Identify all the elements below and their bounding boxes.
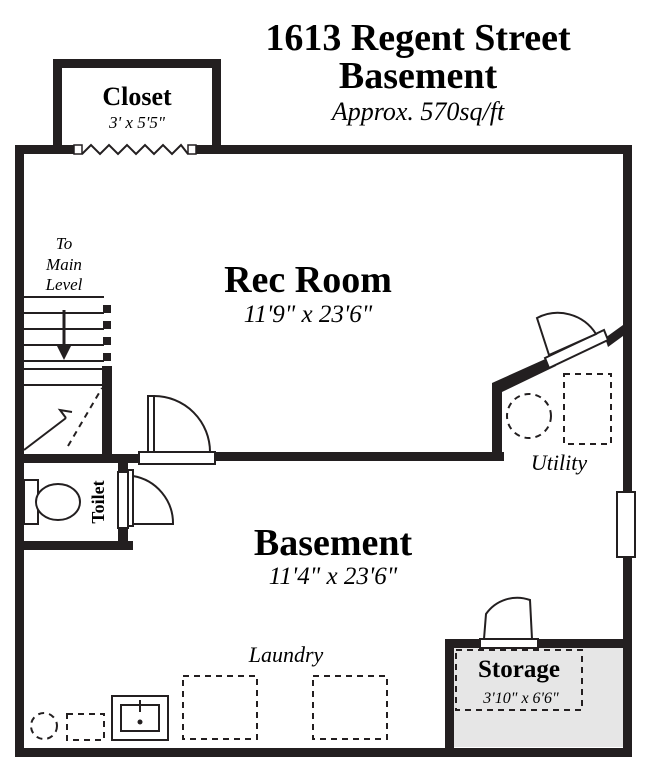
closet-right-wall xyxy=(212,59,221,154)
storage-door xyxy=(479,596,539,649)
storage-left-wall xyxy=(445,639,454,757)
laundry-floor-drain xyxy=(30,712,58,740)
furnace xyxy=(563,373,612,445)
outer-top-wall-right xyxy=(196,145,632,154)
toilet-right-wall-bottom xyxy=(118,528,128,550)
outer-bottom-wall xyxy=(15,748,632,757)
storage-top-wall-left xyxy=(445,639,482,648)
laundry-label: Laundry xyxy=(248,642,324,667)
level-title: Basement xyxy=(339,55,498,97)
utility-wall-angled xyxy=(492,356,556,392)
water-heater xyxy=(506,393,552,439)
stair-side-wall xyxy=(102,366,112,463)
closet-left-wall xyxy=(53,59,62,154)
rec-room-name: Rec Room xyxy=(224,259,392,301)
stairs-label-line2: Main xyxy=(45,255,82,274)
basement-dims: 11'4" x 23'6" xyxy=(269,563,398,590)
basement-name: Basement xyxy=(254,522,413,564)
storage-top-wall-right xyxy=(537,639,632,648)
dividing-wall xyxy=(214,452,504,461)
storage-floor xyxy=(454,648,624,747)
window xyxy=(616,491,636,558)
utility-wall-vertical xyxy=(492,383,502,461)
toilet-door xyxy=(117,469,175,529)
rec-room-door xyxy=(138,395,216,465)
outer-right-wall-lower xyxy=(623,557,632,757)
area-subtitle: Approx. 570sq/ft xyxy=(330,97,505,126)
toilet-label: Toilet xyxy=(88,480,108,523)
outer-right-wall-upper xyxy=(623,145,632,492)
outer-left-wall xyxy=(15,145,24,757)
toilet-top-wall xyxy=(15,454,139,463)
toilet-fixture xyxy=(23,479,81,525)
laundry-cabinet xyxy=(66,713,105,741)
closet-name: Closet xyxy=(102,82,172,111)
outer-top-wall-left xyxy=(15,145,75,154)
rec-room-dims: 11'9" x 23'6" xyxy=(244,301,373,328)
washer xyxy=(182,675,258,740)
closet-top-wall xyxy=(53,59,221,68)
storage-shelf xyxy=(455,649,583,711)
stairs-label-line3: Level xyxy=(45,275,83,294)
toilet-bottom-wall xyxy=(15,541,133,550)
closet-bifold-door xyxy=(73,143,197,156)
closet-dims: 3' x 5'5" xyxy=(108,113,166,132)
utility-label: Utility xyxy=(531,450,587,475)
stairs xyxy=(23,296,111,451)
utility-door xyxy=(535,311,610,370)
address-title: 1613 Regent Street xyxy=(265,17,571,59)
utility-wall-angled-right xyxy=(605,325,623,347)
toilet-right-wall-top xyxy=(118,454,128,472)
down-arrow-icon xyxy=(56,344,72,360)
dryer xyxy=(312,675,388,740)
storage-name: Storage xyxy=(478,656,560,683)
stairs-label-line1: To xyxy=(56,234,72,253)
storage-dims: 3'10" x 6'6" xyxy=(482,690,559,707)
walls xyxy=(15,59,632,757)
laundry-sink xyxy=(111,695,169,741)
